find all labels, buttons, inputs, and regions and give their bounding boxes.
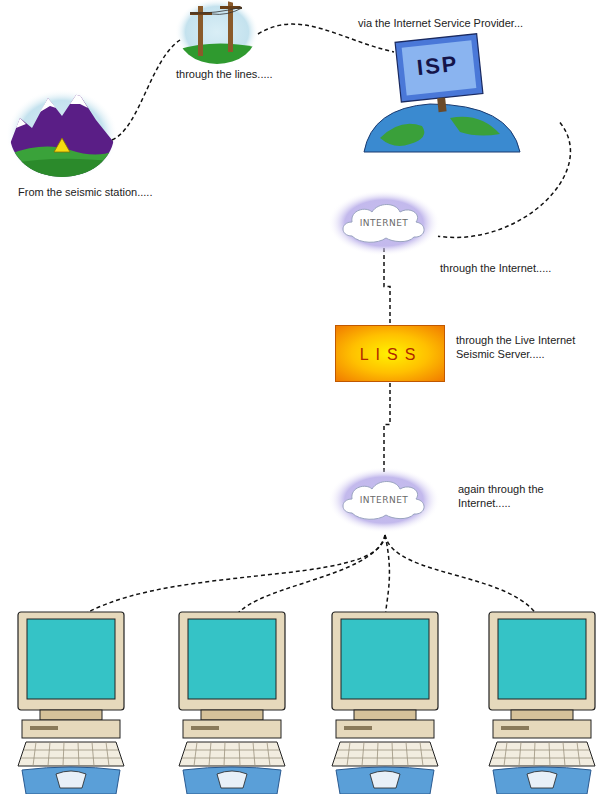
step-caption: From the seismic station..... [18,186,178,200]
isp-globe-sign [360,34,560,152]
step-caption: through the lines..... [176,68,316,82]
internet-cloud: INTERNET [328,190,440,256]
node-text: INTERNET [360,495,409,505]
telephone-poles-picture [175,0,260,70]
step-caption: through the Internet..... [440,262,590,276]
isp-sign: ISP [360,34,560,152]
step-caption: via the Internet Service Provider... [358,17,594,31]
dashed-link [70,24,542,624]
node-text: LISS [360,346,423,364]
node-text: INTERNET [360,218,409,228]
node-text: ISP [416,51,460,81]
computer-picture [18,612,595,794]
internet-cloud: INTERNET [328,467,440,533]
dashed-connector [384,376,390,473]
dashed-connector [384,248,390,325]
server-box: LISS [335,325,445,382]
step-caption: again through the Internet..... [458,483,596,511]
step-caption: through the Live Internet Seismic Server… [456,334,596,362]
seismic-station-picture [0,89,120,181]
